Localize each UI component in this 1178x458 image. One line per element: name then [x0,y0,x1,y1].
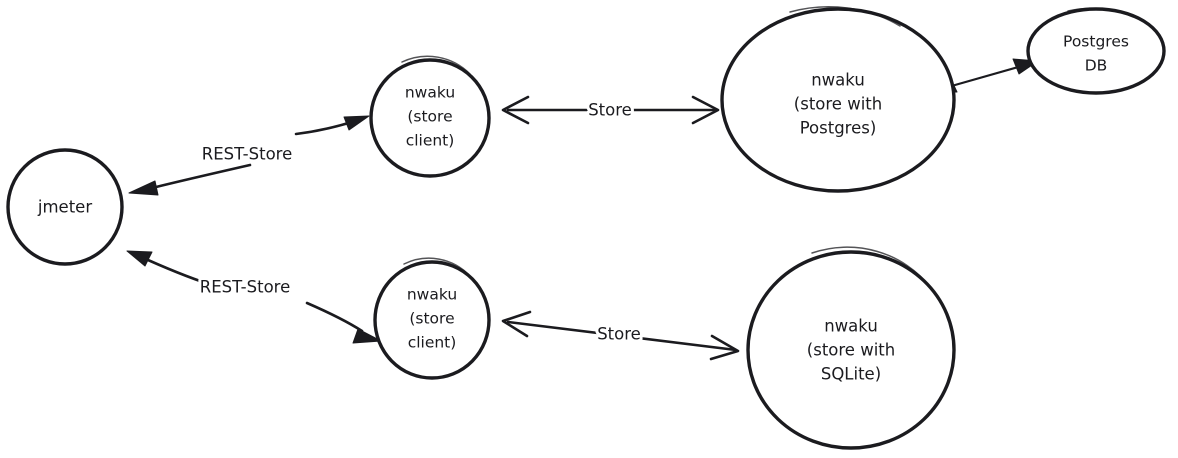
node-nwaku-store-client-top-label-line2: (store [407,108,452,126]
edge-rest-store-bottom[interactable]: REST-Store [126,250,382,344]
edge-label-rest-store-top: REST-Store [202,145,293,164]
node-nwaku-store-postgres-label-line3: Postgres) [800,119,877,138]
node-nwaku-store-client-top-sketch-stroke [401,55,471,75]
node-nwaku-store-sqlite-label-line2: (store with [807,341,895,360]
node-postgres-db-label-line1: Postgres [1063,33,1129,51]
arrowhead-open-right-top [691,95,720,125]
node-nwaku-store-client-bottom[interactable]: nwaku (store client) [373,257,491,380]
arrowhead-filled-to-jmeter-bottom [126,250,153,267]
node-nwaku-store-client-top-label-line3: client) [406,132,455,150]
node-postgres-db[interactable]: Postgres DB [1026,7,1166,95]
node-nwaku-store-client-bottom-label-line3: client) [408,334,457,352]
node-nwaku-store-client-top-shape [369,58,491,178]
arrowhead-open-left-top [501,95,530,125]
arrowhead-filled-to-client-bottom [352,328,382,344]
node-nwaku-store-postgres-label-line2: (store with [794,95,882,114]
node-nwaku-store-sqlite-label-line1: nwaku [824,317,878,336]
node-nwaku-store-client-top-label-line1: nwaku [405,84,455,102]
edge-label-store-top: Store [588,101,632,120]
node-jmeter[interactable]: jmeter [6,148,124,266]
node-nwaku-store-client-bottom-shape [373,260,491,380]
node-nwaku-store-postgres-sketch-stroke [789,6,901,27]
edge-rest-store-top-line-left [150,163,252,190]
node-postgres-db-sketch-stroke [1067,7,1134,18]
node-nwaku-store-client-bottom-label-line1: nwaku [407,286,457,304]
edge-store-bottom[interactable]: Store [501,310,740,361]
node-nwaku-store-postgres[interactable]: nwaku (store with Postgres) [720,6,956,193]
edge-label-store-bottom: Store [597,325,641,344]
edge-rest-store-top[interactable]: REST-Store [128,115,370,196]
node-jmeter-label-line1: jmeter [37,198,92,217]
node-nwaku-store-client-bottom-sketch-stroke [403,257,471,277]
node-nwaku-store-sqlite[interactable]: nwaku (store with SQLite) [746,246,956,450]
node-nwaku-store-postgres-shape [720,7,956,193]
arrowhead-open-left-bottom [501,310,532,338]
node-nwaku-store-sqlite-sketch-stroke [811,246,931,288]
edge-postgres-link-line [946,64,1024,89]
node-nwaku-store-sqlite-label-line3: SQLite) [821,365,881,384]
node-nwaku-store-sqlite-shape [746,250,956,450]
node-nwaku-store-postgres-label-line1: nwaku [811,71,865,90]
node-nwaku-store-client-top[interactable]: nwaku (store client) [369,55,491,178]
edge-label-rest-store-bottom: REST-Store [200,278,291,297]
edge-rest-store-bottom-line-right [305,301,364,333]
edge-store-bottom-line [506,320,738,352]
arrowhead-open-right-bottom [709,334,740,361]
node-postgres-db-shape [1026,7,1166,95]
edge-store-top[interactable]: Store [501,95,720,125]
node-postgres-db-label-line2: DB [1085,57,1108,75]
arrowhead-filled-to-client-top [343,115,370,131]
arrowhead-filled-to-jmeter-top [128,180,159,196]
node-jmeter-sketch-stroke [37,149,104,166]
node-nwaku-store-client-bottom-label-line2: (store [409,310,454,328]
edge-rest-store-bottom-line-left [146,258,220,289]
